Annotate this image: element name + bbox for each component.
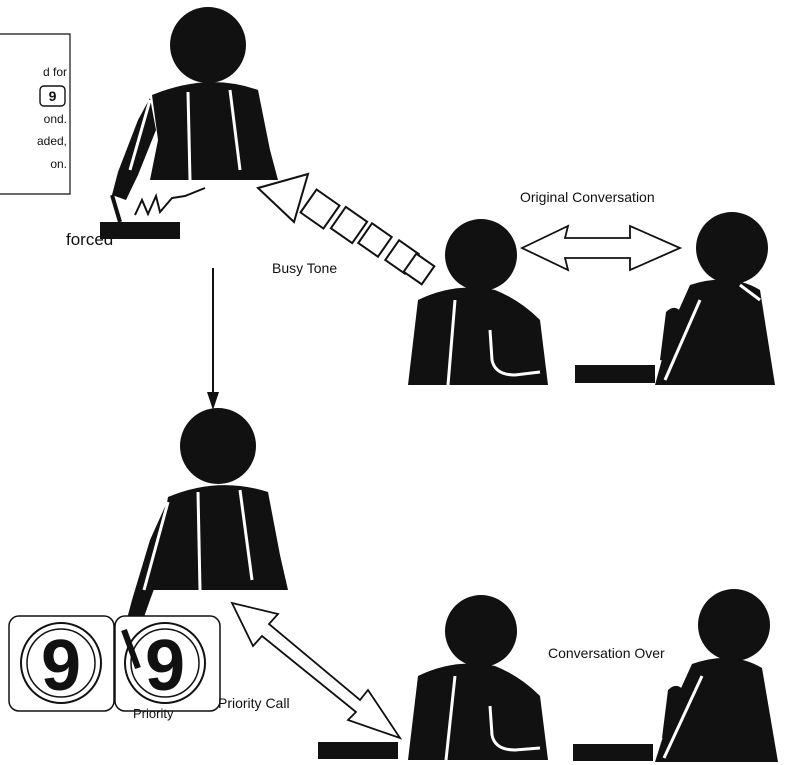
key-9-left: 9 bbox=[8, 615, 115, 712]
label-conversation-over: Conversation Over bbox=[548, 645, 665, 661]
finger-top bbox=[110, 194, 122, 223]
label-original-conversation: Original Conversation bbox=[520, 189, 655, 205]
busy-tone-signal bbox=[256, 172, 436, 286]
original-conversation-arrow bbox=[519, 224, 683, 272]
person-left-bottom bbox=[408, 595, 548, 760]
flow-arrow bbox=[207, 268, 219, 410]
note-line-3: ond. bbox=[44, 112, 67, 126]
finger-bottom bbox=[121, 628, 141, 670]
label-priority: Priority bbox=[133, 706, 174, 721]
note-key-icon bbox=[39, 85, 66, 107]
note-line-4: aded, bbox=[37, 134, 67, 148]
key-glyph-left: 9 bbox=[41, 626, 81, 706]
key-9-priority: 9 bbox=[114, 615, 221, 712]
note-key-glyph: 9 bbox=[49, 88, 57, 104]
note-box: d for 9 ond. aded, on. bbox=[0, 33, 71, 195]
phone-top bbox=[100, 222, 180, 239]
key-glyph-priority: 9 bbox=[145, 626, 185, 706]
label-priority-call: Priority Call bbox=[218, 695, 290, 711]
dial-spark-icon bbox=[134, 187, 206, 217]
phone-bottom-left bbox=[318, 742, 398, 759]
phone-top-right bbox=[575, 365, 655, 383]
caller-figure-bottom bbox=[124, 408, 288, 634]
person-left-top bbox=[408, 219, 548, 385]
person-right-bottom bbox=[655, 589, 778, 762]
priority-call-arrow bbox=[230, 601, 403, 740]
caller-figure-top bbox=[112, 7, 278, 200]
label-busy-tone: Busy Tone bbox=[272, 260, 337, 276]
note-line-1: d for bbox=[43, 65, 67, 79]
person-right-top bbox=[655, 212, 775, 385]
phone-bottom-right bbox=[573, 744, 653, 761]
note-line-5: on. bbox=[50, 157, 67, 171]
